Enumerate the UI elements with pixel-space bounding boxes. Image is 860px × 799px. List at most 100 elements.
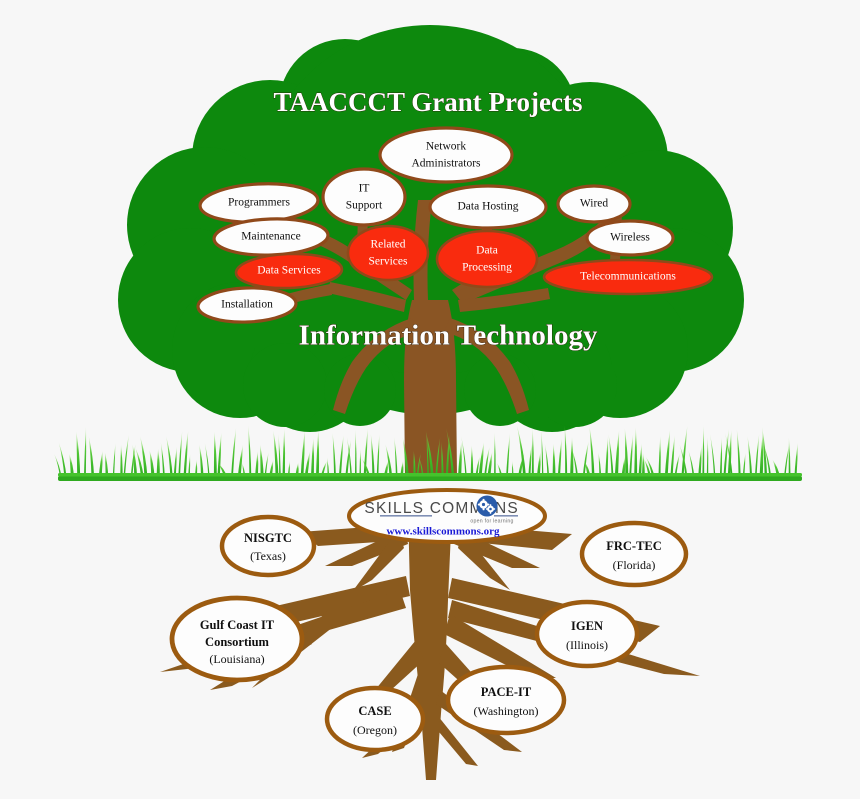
- grass-blade: [76, 431, 81, 477]
- grass-strip: [54, 425, 802, 481]
- grass-blade: [413, 450, 416, 477]
- grass-blade: [634, 427, 638, 477]
- grass-blade: [231, 427, 237, 477]
- grass-blade: [484, 446, 490, 477]
- grass-blade: [614, 430, 620, 477]
- leaf-label-it-support-line1: IT: [359, 183, 370, 195]
- grass-blade: [643, 458, 651, 477]
- grass-blade: [725, 432, 733, 477]
- grass-blade: [679, 444, 688, 477]
- root-node-pace-it[interactable]: PACE-IT (Washington): [445, 664, 567, 736]
- grass-blade: [629, 434, 634, 477]
- grass-blade: [178, 431, 183, 477]
- grass-blade: [425, 431, 434, 477]
- grass-blade: [385, 444, 393, 477]
- canopy-title: TAACCCT Grant Projects: [274, 87, 583, 117]
- grass-blade: [361, 458, 371, 477]
- logo-url[interactable]: www.skillscommons.org: [386, 526, 500, 538]
- skillscommons-logo-node[interactable]: SKILLS COMM NS: [347, 488, 547, 544]
- grass-blade: [642, 452, 645, 477]
- leaf-label-related-services-line2: Services: [369, 256, 408, 268]
- root-node-frc-tec[interactable]: FRC-TEC (Florida): [579, 520, 689, 588]
- grass-blade: [416, 452, 421, 477]
- grass-blade: [461, 435, 467, 477]
- grass-blade: [794, 442, 798, 477]
- grass-blade: [426, 430, 429, 477]
- grass-blade: [772, 459, 780, 477]
- leaf-node-related-services[interactable]: Related Services: [346, 224, 430, 282]
- grass-blade: [58, 442, 67, 477]
- grass-blade: [458, 441, 462, 477]
- leaf-label-wired: Wired: [580, 198, 609, 210]
- grass-blade: [217, 432, 222, 477]
- leaf-node-data-hosting[interactable]: Data Hosting: [428, 184, 548, 230]
- leaf-node-telecommunications[interactable]: Telecommunications: [542, 258, 714, 296]
- grass-blade: [747, 436, 753, 477]
- root-node-igen[interactable]: IGEN (Illinois): [534, 599, 640, 669]
- grass-blade: [204, 442, 210, 477]
- grass-blade: [784, 443, 790, 477]
- leaf-node-it-support[interactable]: IT Support: [321, 167, 407, 227]
- leaf-node-data-processing[interactable]: Data Processing: [435, 229, 539, 289]
- grass-blade: [264, 452, 269, 477]
- leaf-node-data-services[interactable]: Data Services: [234, 252, 344, 290]
- grass-blade: [156, 448, 160, 477]
- grass-blade: [213, 431, 217, 477]
- grass-blade: [160, 442, 165, 477]
- leaf-label-it-support-line2: Support: [346, 200, 383, 212]
- grass-blade: [723, 428, 729, 477]
- leaf-node-wired[interactable]: Wired: [556, 184, 632, 224]
- grass-blade: [598, 452, 602, 477]
- grass-blade: [135, 447, 144, 477]
- grass-blade: [54, 453, 62, 477]
- leaf-label-installation: Installation: [221, 299, 273, 311]
- leaf-node-wireless[interactable]: Wireless: [585, 219, 675, 257]
- root-node-case[interactable]: CASE (Oregon): [324, 685, 426, 753]
- grass-blade: [674, 453, 680, 477]
- grass-blade: [536, 451, 541, 477]
- grass-blade: [260, 444, 264, 477]
- leaf-label-network-administrators-line2: Administrators: [412, 158, 482, 170]
- grass-blade: [149, 450, 155, 477]
- grass-blade: [557, 438, 562, 477]
- root-label-nisgtc-name: NISGTC: [244, 531, 292, 545]
- grass-blade: [589, 425, 595, 477]
- leaf-label-telecommunications: Telecommunications: [580, 271, 676, 283]
- grass-blade: [658, 435, 661, 477]
- grass-blade: [383, 460, 389, 477]
- grass-blade: [278, 433, 281, 477]
- leaf-node-installation[interactable]: Installation: [196, 286, 298, 324]
- canopy-subtitle: Information Technology: [299, 320, 598, 352]
- leaf-label-programmers: Programmers: [228, 197, 290, 209]
- leaf-label-data-services: Data Services: [257, 265, 321, 277]
- grass-blade: [195, 459, 198, 477]
- leaf-node-programmers[interactable]: Programmers: [198, 181, 320, 225]
- grass-blade: [332, 432, 336, 477]
- leaf-label-maintenance: Maintenance: [241, 231, 300, 243]
- root-label-gulf-coast-name-line2: Consortium: [205, 635, 269, 649]
- grass-blade: [173, 446, 177, 477]
- root-label-pace-it-name: PACE-IT: [481, 685, 532, 699]
- grass-blade: [445, 434, 450, 477]
- grass-blade: [664, 429, 671, 477]
- root-node-gulf-coast-it-consortium[interactable]: Gulf Coast IT Consortium (Louisiana): [169, 595, 305, 683]
- grass-blade: [638, 443, 642, 477]
- grass-blade: [517, 425, 526, 477]
- grass-blade: [69, 453, 74, 477]
- grass-blade: [736, 429, 741, 477]
- grass-blade: [84, 426, 87, 477]
- leaf-label-network-administrators-line1: Network: [426, 141, 466, 153]
- root-label-gulf-coast-name-line1: Gulf Coast IT: [200, 618, 275, 632]
- root-node-nisgtc[interactable]: NISGTC (Texas): [219, 514, 317, 578]
- grass-blade: [624, 428, 629, 477]
- grass-blade: [132, 444, 138, 477]
- grass-blade: [487, 451, 493, 477]
- leaf-label-wireless: Wireless: [610, 232, 650, 244]
- grass-blade: [506, 433, 510, 477]
- root-label-frc-tec-name: FRC-TEC: [606, 539, 662, 553]
- grass-blade: [544, 443, 550, 477]
- grass-blade: [742, 452, 746, 477]
- leaf-node-network-administrators[interactable]: Network Administrators: [378, 126, 514, 184]
- grass-blade: [754, 433, 760, 477]
